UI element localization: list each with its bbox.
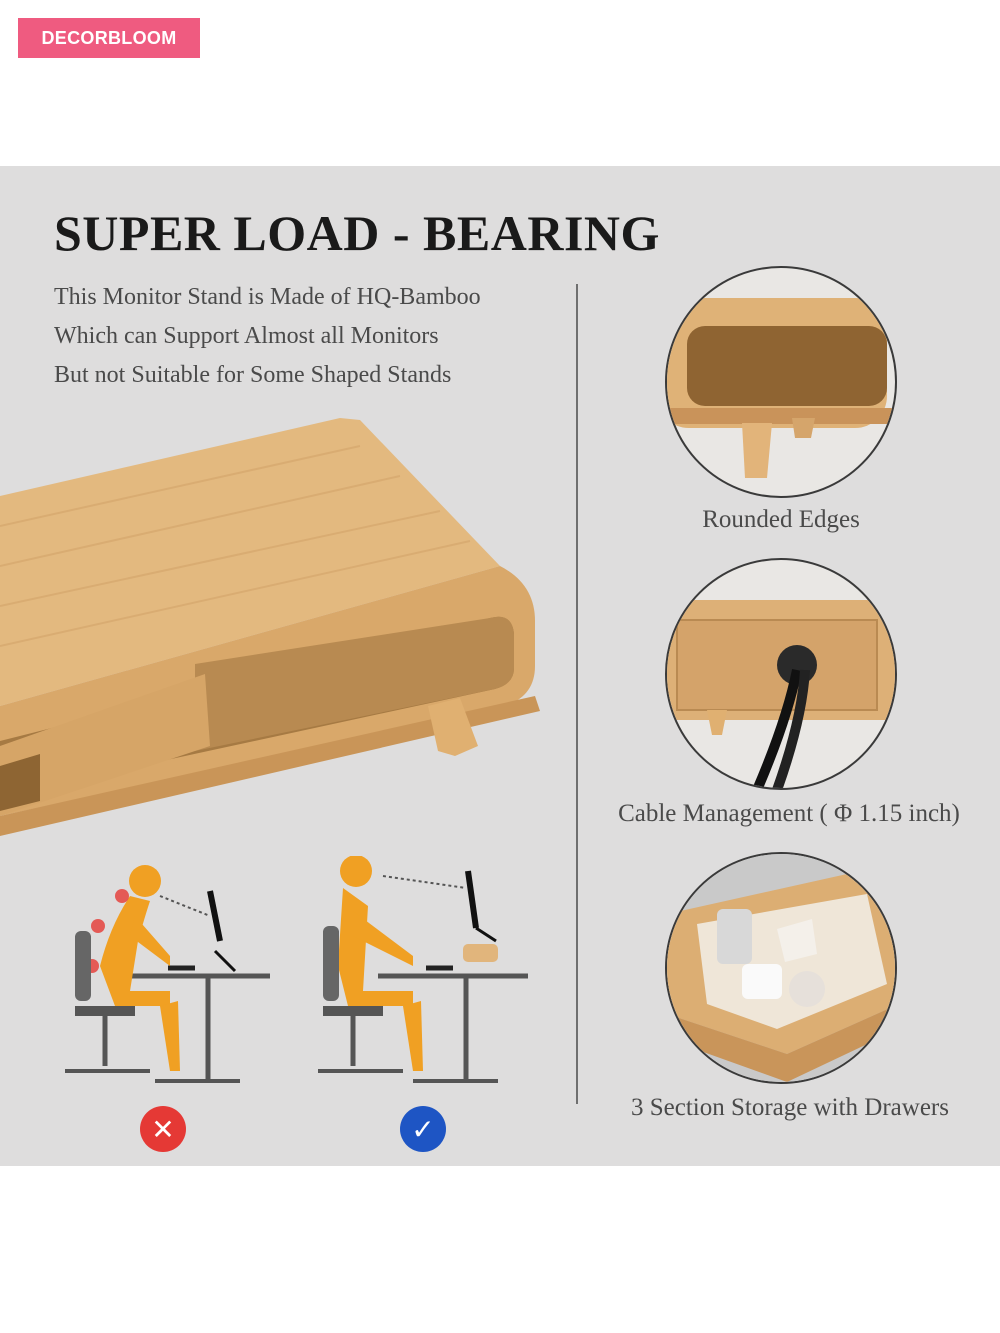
drawer-closeup-icon [667, 854, 895, 1082]
vertical-divider [576, 284, 578, 1104]
rounded-edge-closeup-icon [667, 298, 895, 478]
storage-drawers-image [665, 852, 897, 1084]
feature-label: 3 Section Storage with Drawers [631, 1094, 949, 1121]
brand-label: DECORBLOOM [41, 27, 177, 48]
feature-label: Cable Management ( Φ 1.15 inch) [618, 800, 960, 827]
rounded-edges-image [665, 266, 897, 498]
description-line: This Monitor Stand is Made of HQ-Bamboo [54, 284, 481, 310]
correct-posture-icon: ✓ [400, 1106, 446, 1152]
description-line: But not Suitable for Some Shaped Stands [54, 362, 452, 388]
brand-badge: DECORBLOOM [18, 18, 200, 58]
description-line: Which can Support Almost all Monitors [54, 323, 439, 349]
cable-hole-closeup-icon [667, 600, 895, 788]
product-panel: SUPER LOAD - BEARING This Monitor Stand … [0, 166, 1000, 1166]
cable-management-image [665, 558, 897, 790]
feature-label: Rounded Edges [702, 506, 860, 533]
description: This Monitor Stand is Made of HQ-Bamboo … [54, 278, 574, 395]
bad-posture-illustration [65, 865, 270, 1083]
monitor-stand-image [0, 418, 540, 836]
good-posture-illustration [318, 856, 528, 1083]
wrong-posture-icon: ✕ [140, 1106, 186, 1152]
headline: SUPER LOAD - BEARING [54, 205, 660, 261]
